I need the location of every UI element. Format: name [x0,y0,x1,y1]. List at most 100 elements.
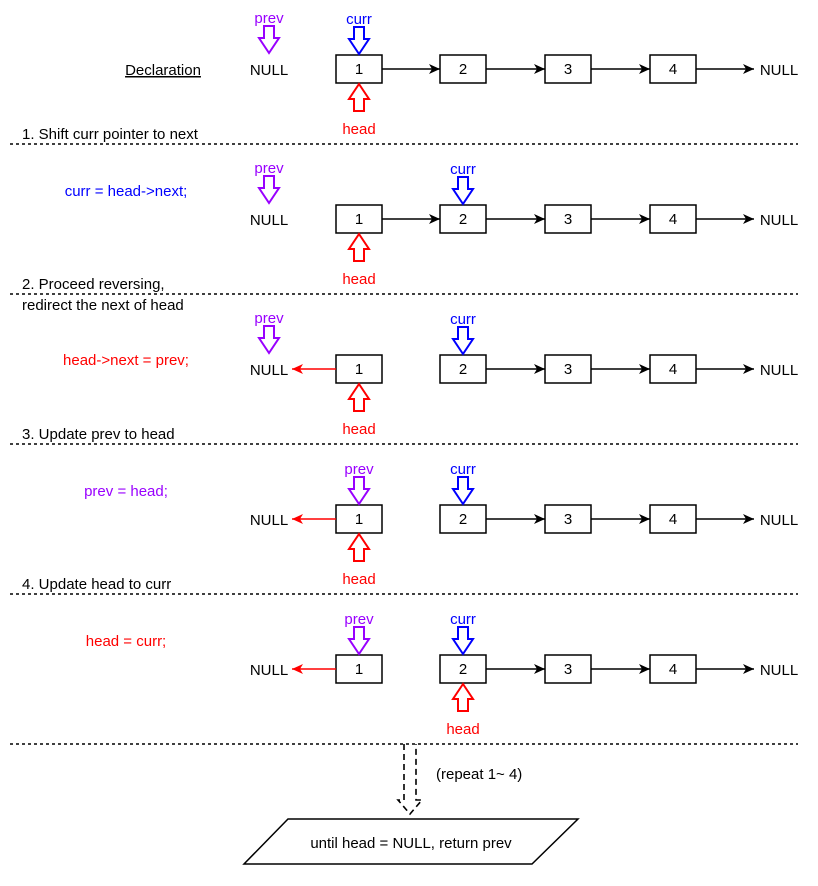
prev-pointer-arrow [257,25,281,55]
reversed-link-head [292,664,303,674]
node-value: 3 [564,661,572,678]
curr-label: curr [450,611,476,628]
null-right: NULL [760,512,798,529]
prev-pointer-arrow [347,626,371,656]
node-value: 4 [669,661,677,678]
node-value: 3 [564,61,572,78]
node-value: 4 [669,361,677,378]
curr-label: curr [450,311,476,328]
node-value: 3 [564,361,572,378]
curr-pointer-arrow [347,26,371,56]
curr-label: curr [450,461,476,478]
link-3-4-head [639,214,650,224]
step-code: prev = head; [84,483,168,500]
head-pointer-arrow [347,232,371,262]
node-3 [544,654,592,684]
step-code: head = curr; [86,633,166,650]
step-title: redirect the next of head [22,297,184,314]
null-right: NULL [760,212,798,229]
link-2-3-head [534,514,545,524]
node-1 [335,354,383,384]
node-3 [544,504,592,534]
head-label: head [342,571,375,588]
node-2 [439,54,487,84]
node-value: 4 [669,61,677,78]
prev-label: prev [344,461,374,478]
curr-pointer-arrow [451,476,475,506]
link-3-4-head [639,514,650,524]
link-2-3-head [534,64,545,74]
link-4-null-head [743,214,754,224]
step-code: head->next = prev; [63,352,189,369]
prev-label: prev [254,10,284,27]
link-1-2-head [429,214,440,224]
node-value: 1 [355,661,363,678]
link-3-4-head [639,664,650,674]
null-left: NULL [250,212,288,229]
prev-pointer-arrow [257,325,281,355]
step-title: 2. Proceed reversing, [22,276,165,293]
head-label: head [446,721,479,738]
step-3: 3. Update prev to head prev = head; NULL NU… [10,426,798,595]
curr-pointer-arrow [451,176,475,206]
head-pointer-arrow [347,382,371,412]
prev-label: prev [344,611,374,628]
prev-label: prev [254,160,284,177]
node-value: 4 [669,211,677,228]
repeat-dashed-arrow [396,744,424,816]
node-2 [439,354,487,384]
step-title: 3. Update prev to head [22,426,175,443]
prev-label: prev [254,310,284,327]
null-right: NULL [760,362,798,379]
final-parallelogram [242,818,580,865]
step-title: 1. Shift curr pointer to next [22,126,199,143]
head-pointer-arrow [451,682,475,712]
link-1-2-head [429,64,440,74]
node-value: 3 [564,211,572,228]
node-value: 2 [459,211,467,228]
reversed-link-head [292,514,303,524]
head-label: head [342,121,375,138]
head-pointer-arrow [347,82,371,112]
reversed-link-head [292,364,303,374]
link-4-null-head [743,514,754,524]
node-value: 2 [459,61,467,78]
node-value: 3 [564,511,572,528]
link-2-3-head [534,664,545,674]
null-left: NULL [250,662,288,679]
head-label: head [342,271,375,288]
null-left: NULL [250,362,288,379]
node-value: 2 [459,661,467,678]
step-2: 2. Proceed reversing, redirect the next o… [10,276,798,445]
link-2-3-head [534,364,545,374]
link-3-4-head [639,64,650,74]
null-left: NULL [250,62,288,79]
link-4-null-head [743,64,754,74]
null-left: NULL [250,512,288,529]
node-value: 1 [355,61,363,78]
link-2-3-head [534,214,545,224]
link-3-4-head [639,364,650,374]
null-right: NULL [760,662,798,679]
node-value: 1 [355,211,363,228]
prev-pointer-arrow [257,175,281,205]
footer-layer: (repeat 1~ 4) until head = NULL, return … [242,744,580,865]
curr-label: curr [346,11,372,28]
curr-pointer-arrow [451,326,475,356]
node-value: 1 [355,511,363,528]
node-1 [335,654,383,684]
head-pointer-arrow [347,532,371,562]
prev-pointer-arrow [347,476,371,506]
link-4-null-head [743,364,754,374]
node-value: 4 [669,511,677,528]
node-value: 1 [355,361,363,378]
repeat-label: (repeat 1~ 4) [436,766,522,783]
node-value: 2 [459,361,467,378]
node-value: 2 [459,511,467,528]
final-label: until head = NULL, return prev [310,835,512,852]
link-4-null-head [743,664,754,674]
